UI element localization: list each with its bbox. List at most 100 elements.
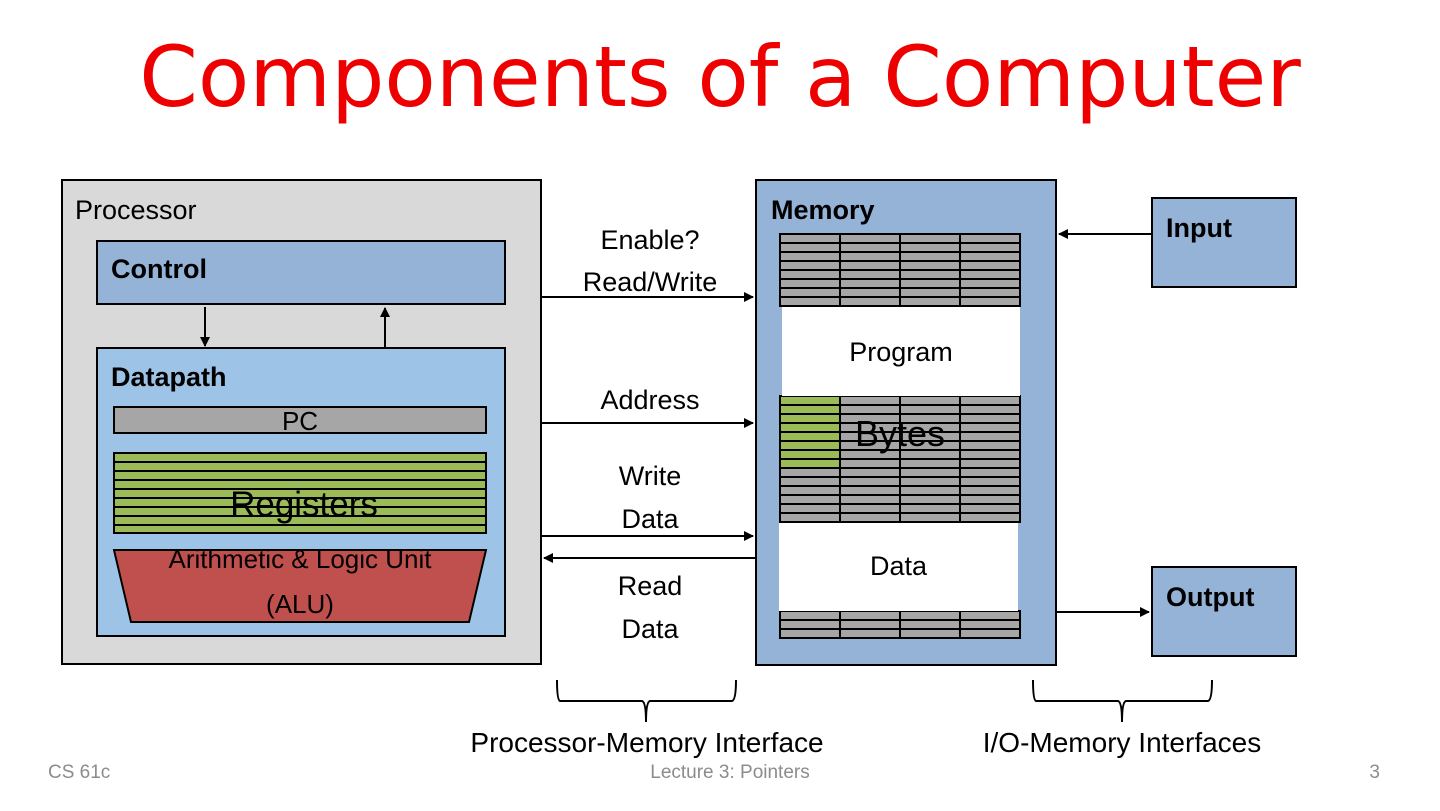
memory-cell: [839, 260, 901, 271]
footer-course: CS 61c: [48, 762, 111, 783]
memory-cell: [899, 251, 961, 262]
memory-cell: [839, 485, 901, 496]
memory-cell: [899, 287, 961, 298]
io-memory-brace: [1032, 679, 1213, 723]
pc-label: PC: [281, 406, 319, 436]
read-line2: Data: [621, 614, 679, 644]
memory-cell: [779, 269, 841, 280]
control-block: [96, 240, 506, 305]
memory-cell: [839, 512, 901, 523]
memory-cell: [959, 395, 1021, 406]
memory-cell: [899, 467, 961, 478]
alu-label-line1: Arithmetic & Logic Unit: [168, 544, 432, 574]
address-signal-label: Address: [600, 385, 700, 415]
memory-cell: [779, 395, 841, 406]
memory-cell: [959, 296, 1021, 307]
memory-cell: [959, 260, 1021, 271]
write-data-label: Write Data: [545, 455, 755, 541]
register-file: [113, 452, 487, 534]
memory-cell: [899, 233, 961, 244]
bytes-label: Bytes: [854, 413, 946, 454]
memory-cell: [779, 296, 841, 307]
input-device: [1151, 197, 1297, 288]
enable-line1: Enable?: [600, 225, 700, 255]
memory-cell: [779, 628, 841, 639]
read-line1: Read: [617, 571, 683, 601]
processor-memory-brace: [556, 679, 737, 723]
memory-cell: [899, 503, 961, 514]
write-line1: Write: [618, 461, 682, 491]
memory-cell: [779, 610, 841, 621]
memory-grid: [779, 233, 1021, 639]
memory-cell: [899, 242, 961, 253]
memory-cell: [839, 287, 901, 298]
output-label: Output: [1166, 582, 1255, 612]
memory-cell: [959, 467, 1021, 478]
memory-cell: [959, 610, 1021, 621]
memory-cell: [779, 260, 841, 271]
control-label: Control: [111, 254, 207, 284]
io-memory-interfaces-label: I/O-Memory Interfaces: [982, 727, 1262, 758]
data-label: Data: [869, 551, 928, 581]
memory-cell: [899, 610, 961, 621]
memory-cell: [779, 251, 841, 262]
slide-title: Components of a Computer: [139, 28, 1301, 126]
memory-cell: [899, 619, 961, 630]
memory-cell: [959, 233, 1021, 244]
memory-cell: [959, 485, 1021, 496]
memory-cell: [959, 458, 1021, 469]
alu-block: [112, 549, 488, 623]
memory-cell: [959, 476, 1021, 487]
memory-cell: [959, 503, 1021, 514]
processor-label: Processor: [75, 195, 197, 225]
memory-label: Memory: [771, 195, 875, 225]
memory-cell: [899, 269, 961, 280]
memory-cell: [899, 485, 961, 496]
memory-cell: [779, 512, 841, 523]
datapath-label: Datapath: [111, 362, 227, 392]
memory-cell: [959, 242, 1021, 253]
memory-cell: [839, 251, 901, 262]
memory-cell: [899, 494, 961, 505]
memory-cell: [899, 395, 961, 406]
memory-cell: [839, 476, 901, 487]
memory-cell: [899, 628, 961, 639]
memory-cell: [779, 503, 841, 514]
read-data-label: Read Data: [545, 565, 755, 651]
memory-cell: [779, 233, 841, 244]
memory-cell: [959, 278, 1021, 289]
memory-cell: [839, 503, 901, 514]
memory-cell: [959, 628, 1021, 639]
memory-cell: [839, 233, 901, 244]
enable-signal-label: Enable? Read/Write: [545, 219, 755, 303]
memory-cell: [839, 395, 901, 406]
memory-cell: [959, 269, 1021, 280]
program-region: [782, 307, 1020, 396]
footer-page-number: 3: [1369, 762, 1380, 783]
memory-cell: [959, 512, 1021, 523]
memory-cell: [959, 251, 1021, 262]
data-region: [779, 523, 1018, 611]
memory-cell: [959, 287, 1021, 298]
memory-cell: [839, 467, 901, 478]
memory-cell: [959, 494, 1021, 505]
memory-cell: [839, 458, 901, 469]
input-label: Input: [1166, 213, 1232, 243]
enable-line2: Read/Write: [582, 267, 718, 297]
memory-cell: [839, 269, 901, 280]
memory-cell: [899, 512, 961, 523]
memory-cell: [959, 619, 1021, 630]
memory-cell: [779, 242, 841, 253]
memory-cell: [779, 494, 841, 505]
registers-label: Registers: [230, 485, 378, 524]
memory-cell: [899, 296, 961, 307]
memory-cell: [779, 485, 841, 496]
memory-cell: [779, 278, 841, 289]
memory-cell: [899, 278, 961, 289]
program-label: Program: [849, 337, 953, 367]
memory-cell: [839, 610, 901, 621]
register-rows: [114, 461, 486, 526]
memory-cell: [779, 458, 841, 469]
memory-cell: [899, 476, 961, 487]
